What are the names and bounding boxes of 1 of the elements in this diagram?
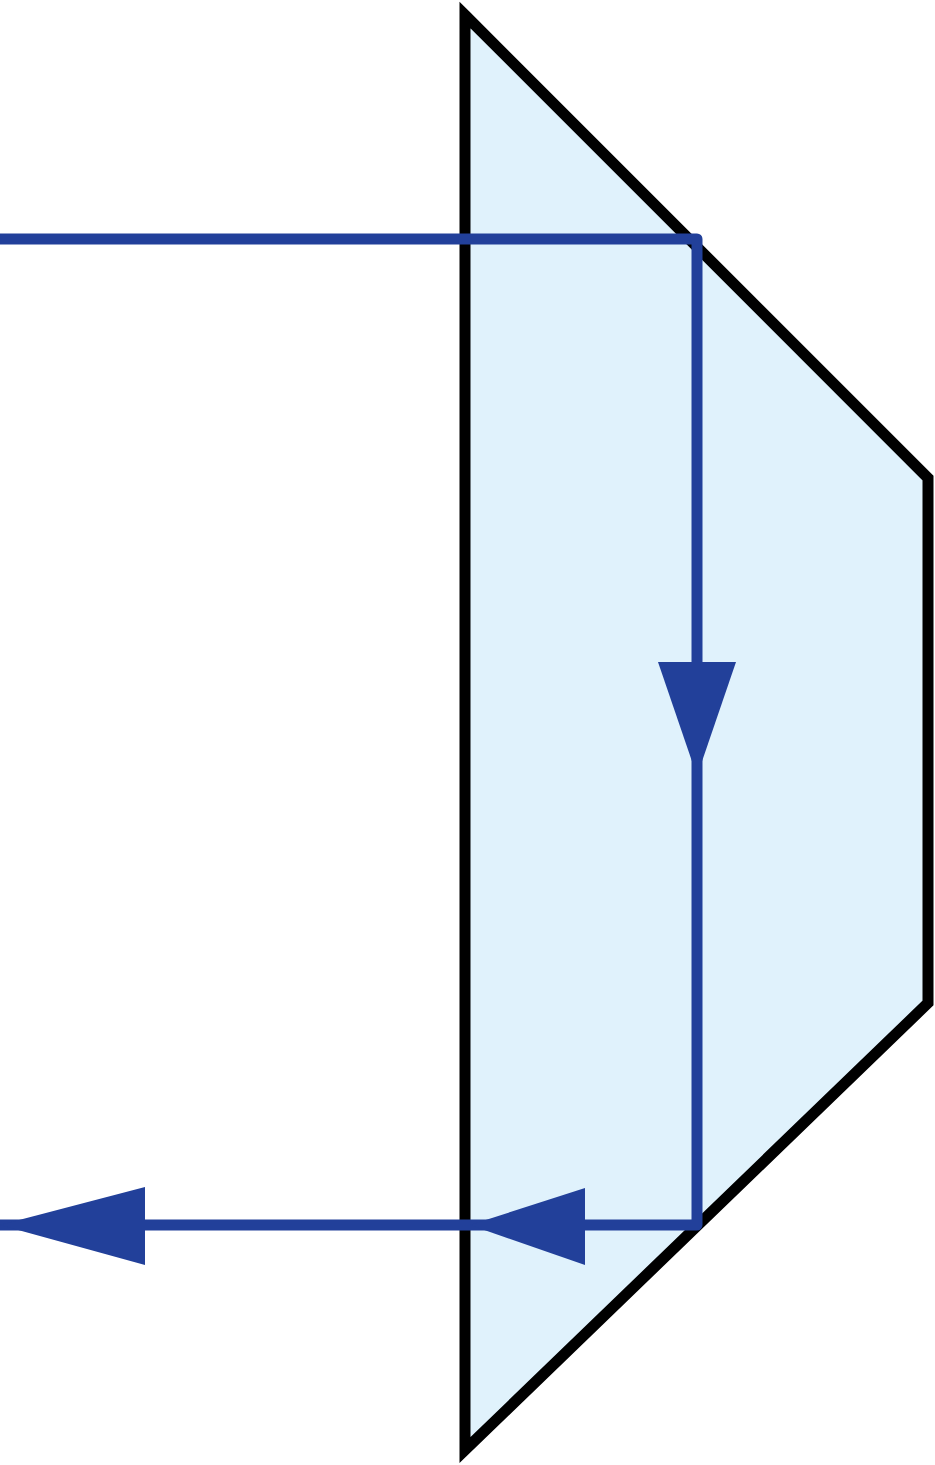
prism-shape: [459, 1, 934, 1463]
